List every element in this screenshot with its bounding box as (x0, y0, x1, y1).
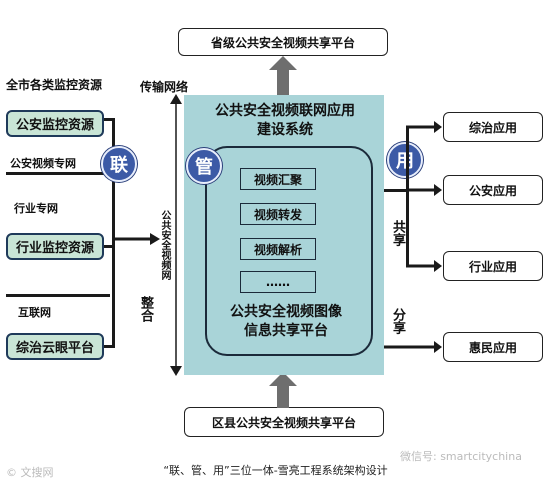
police-resources-box: 公安监控资源 (6, 110, 104, 137)
right-arrow-icon (114, 233, 160, 245)
cloud-eye-connector-line (104, 345, 114, 348)
arrow-to-police-app-icon (406, 184, 442, 196)
central-system-panel (184, 95, 384, 375)
diagram-caption: “联、管、用”三位一体-雪亮工程系统架构设计 (163, 464, 388, 477)
comprehensive-app-label: 综治应用 (468, 120, 517, 135)
video-aggregation-box: 视频汇聚 (240, 168, 316, 190)
arrow-to-industry-app-icon (406, 260, 442, 272)
video-forwarding-box: 视频转发 (240, 203, 316, 225)
watermark-left: © 文搜网 (6, 466, 54, 479)
up-arrow-icon (269, 56, 297, 96)
police-network-label: 公安视频专网 (10, 157, 76, 170)
central-system-title: 公共安全视频联网应用建设系统 (215, 103, 355, 138)
industry-app-label: 行业应用 (468, 259, 517, 274)
arrow-to-comprehensive-app-icon (406, 121, 442, 133)
top-bracket-connector (104, 118, 114, 121)
provincial-platform-label: 省级公共安全视频共享平台 (210, 35, 355, 50)
use-circle-label: 用 (396, 151, 414, 172)
connect-circle: 联 (101, 146, 137, 182)
industry-network-label: 行业专网 (14, 202, 58, 215)
police-resources-label: 公安监控资源 (15, 118, 94, 133)
connect-circle-label: 联 (110, 155, 128, 176)
industry-connector-line (104, 245, 114, 248)
industry-resources-label: 行业监控资源 (15, 241, 94, 256)
share-label: 共享 (390, 220, 405, 246)
sharing-platform-title: 公共安全视频图像信息共享平台 (230, 304, 342, 339)
up-arrow-icon (269, 372, 297, 408)
vertical-double-arrow-icon (170, 94, 182, 376)
police-app-label: 公安应用 (468, 183, 517, 198)
right-branch-trunk (406, 126, 409, 266)
arrow-to-public-app-icon (384, 341, 442, 353)
ellipsis-box: …… (240, 271, 316, 293)
management-frame (205, 146, 373, 356)
police-app-box: 公安应用 (443, 175, 543, 205)
public-app-label: 惠民应用 (468, 340, 517, 355)
manage-circle: 管 (186, 148, 222, 184)
video-parsing-box: 视频解析 (240, 238, 316, 260)
city-resources-header: 全市各类监控资源 (6, 78, 103, 92)
integrate-label: 整合 (138, 296, 153, 322)
watermark-right: 微信号: smartcitychina (400, 450, 522, 463)
transport-network-label: 传输网络 (140, 80, 189, 94)
use-circle: 用 (387, 142, 423, 178)
internet-line (6, 294, 110, 297)
cloud-eye-platform-label: 综治云眼平台 (15, 341, 94, 356)
county-platform-box: 区县公共安全视频共享平台 (184, 407, 384, 437)
manage-circle-label: 管 (195, 157, 213, 178)
comprehensive-app-box: 综治应用 (443, 112, 543, 142)
police-network-line (6, 172, 110, 175)
public-safety-video-network-label: 公共安全视频网 (159, 210, 170, 280)
county-platform-label: 区县公共安全视频共享平台 (211, 415, 356, 430)
industry-app-box: 行业应用 (443, 251, 543, 281)
center-to-right-line (384, 189, 408, 192)
provincial-platform-box: 省级公共安全视频共享平台 (178, 28, 388, 56)
cloud-eye-platform-box: 综治云眼平台 (6, 333, 104, 360)
left-bracket-line (112, 118, 115, 348)
internet-label: 互联网 (18, 306, 51, 319)
industry-resources-box: 行业监控资源 (6, 233, 104, 260)
public-app-box: 惠民应用 (443, 332, 543, 362)
distribute-label: 分享 (390, 308, 405, 334)
